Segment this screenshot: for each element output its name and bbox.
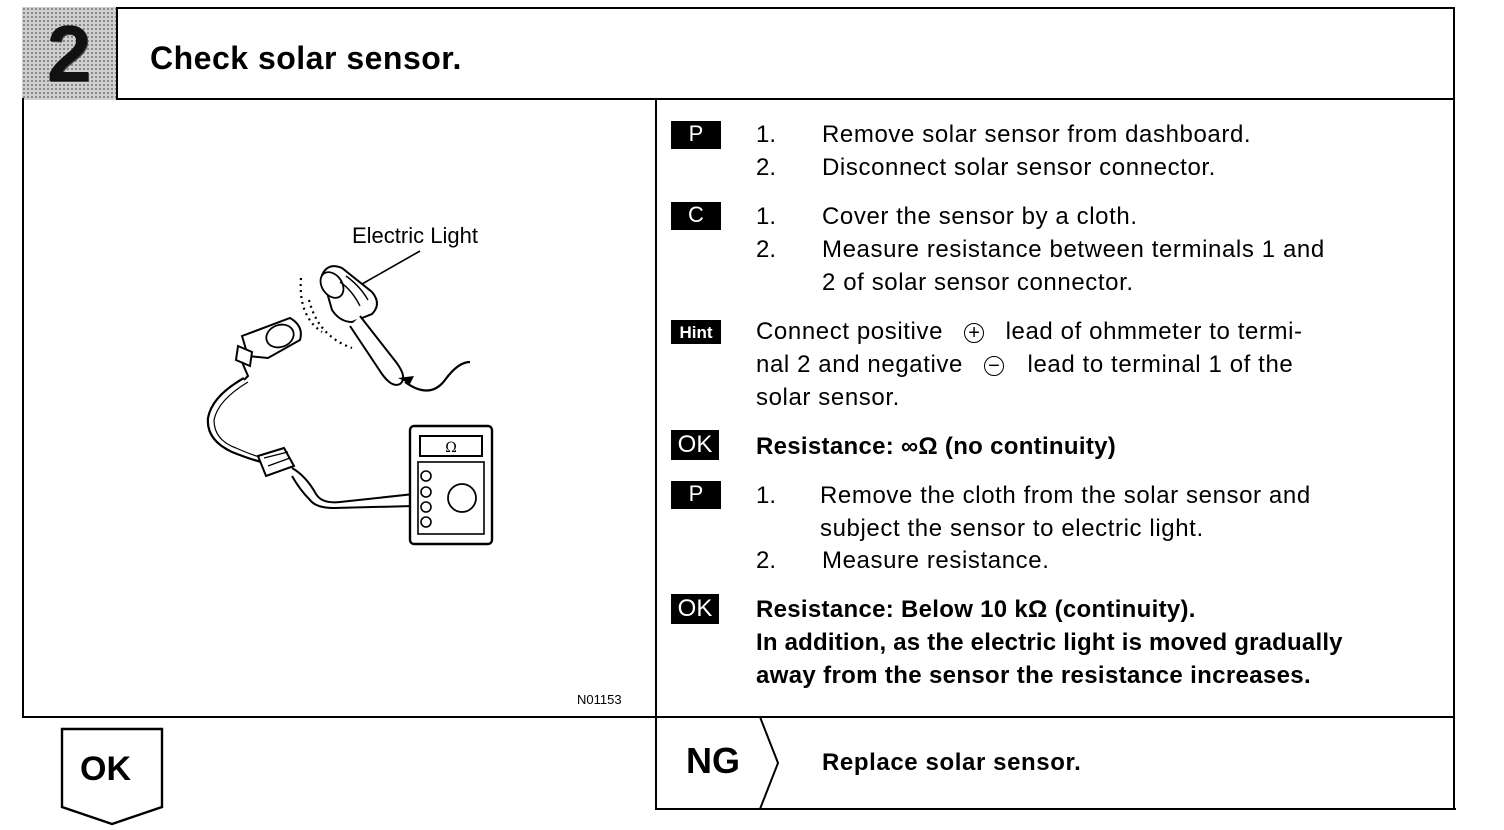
spec-text: away from the sensor the resistance incr… <box>756 662 1312 689</box>
spec-text: Resistance: ∞Ω (no continuity) <box>756 433 1117 460</box>
instruction-text-continued: 2 of solar sensor connector. <box>822 269 1134 296</box>
hint-text: lead to terminal 1 of the <box>1027 351 1294 378</box>
ok-result-flag <box>60 727 164 826</box>
ok-badge: OK <box>671 594 719 624</box>
step-index: 1. <box>756 482 777 509</box>
spec-text: Resistance: Below 10 kΩ (continuity). <box>756 596 1196 623</box>
probe-lead <box>291 475 415 510</box>
step-index: 2. <box>756 547 777 574</box>
hint-line-3: solar sensor. <box>756 384 900 411</box>
prep-badge: P <box>671 481 721 509</box>
label-leader-line <box>361 250 421 285</box>
hint-text: Connect positive <box>756 318 944 345</box>
hint-badge: Hint <box>671 320 721 344</box>
step-index: 1. <box>756 203 777 230</box>
electric-light-icon <box>319 265 471 392</box>
solar-sensor-icon <box>234 316 302 381</box>
ng-row-bottom-border <box>655 808 1456 810</box>
hint-line-1: Connect positive + lead of ohmmeter to t… <box>756 318 1303 346</box>
spec-text: In addition, as the electric light is mo… <box>756 629 1343 656</box>
ng-row-right-border <box>1453 716 1455 810</box>
ng-result-label: NG <box>686 740 740 781</box>
instruction-text: Disconnect solar sensor connector. <box>822 154 1216 181</box>
prep-badge: P <box>671 121 721 149</box>
minus-icon: − <box>984 356 1005 376</box>
ng-action-text: Replace solar sensor. <box>822 749 1082 776</box>
instruction-text: Measure resistance between terminals 1 a… <box>822 236 1325 263</box>
step-index: 1. <box>756 121 777 148</box>
content-frame <box>22 98 1455 718</box>
instruction-text: Cover the sensor by a cloth. <box>822 203 1138 230</box>
sensor-cable <box>206 377 263 464</box>
step-index: 2. <box>756 154 777 181</box>
ohmmeter-icon <box>408 424 494 546</box>
ng-chevron-icon <box>759 717 780 809</box>
figure-code: N01153 <box>577 692 622 707</box>
electric-light-label: Electric Light <box>352 223 478 248</box>
hint-text: nal 2 and negative <box>756 351 963 378</box>
instruction-text: Remove the cloth from the solar sensor a… <box>820 482 1311 509</box>
ohm-symbol: Ω <box>445 440 457 456</box>
instruction-text: Remove solar sensor from dashboard. <box>822 121 1252 148</box>
solar-sensor-illustration: Electric Light <box>206 223 494 546</box>
step-number-box: 2 <box>22 7 118 100</box>
plus-icon: + <box>964 323 985 343</box>
ok-badge: OK <box>671 430 719 460</box>
instruction-text: Measure resistance. <box>822 547 1050 574</box>
check-badge: C <box>671 202 721 230</box>
column-divider <box>655 98 657 810</box>
light-ray-icon <box>307 299 353 350</box>
step-index: 2. <box>756 236 777 263</box>
page-title: Check solar sensor. <box>150 40 462 76</box>
step-number: 2 <box>46 8 92 98</box>
hint-line-2: nal 2 and negative − lead to terminal 1 … <box>756 351 1293 379</box>
ok-result-label: OK <box>80 750 131 788</box>
hint-text: lead of ohmmeter to termi- <box>1005 318 1303 345</box>
sensor-connector-icon <box>256 446 296 478</box>
probe-lead <box>291 467 415 504</box>
instruction-text-continued: subject the sensor to electric light. <box>820 515 1204 542</box>
